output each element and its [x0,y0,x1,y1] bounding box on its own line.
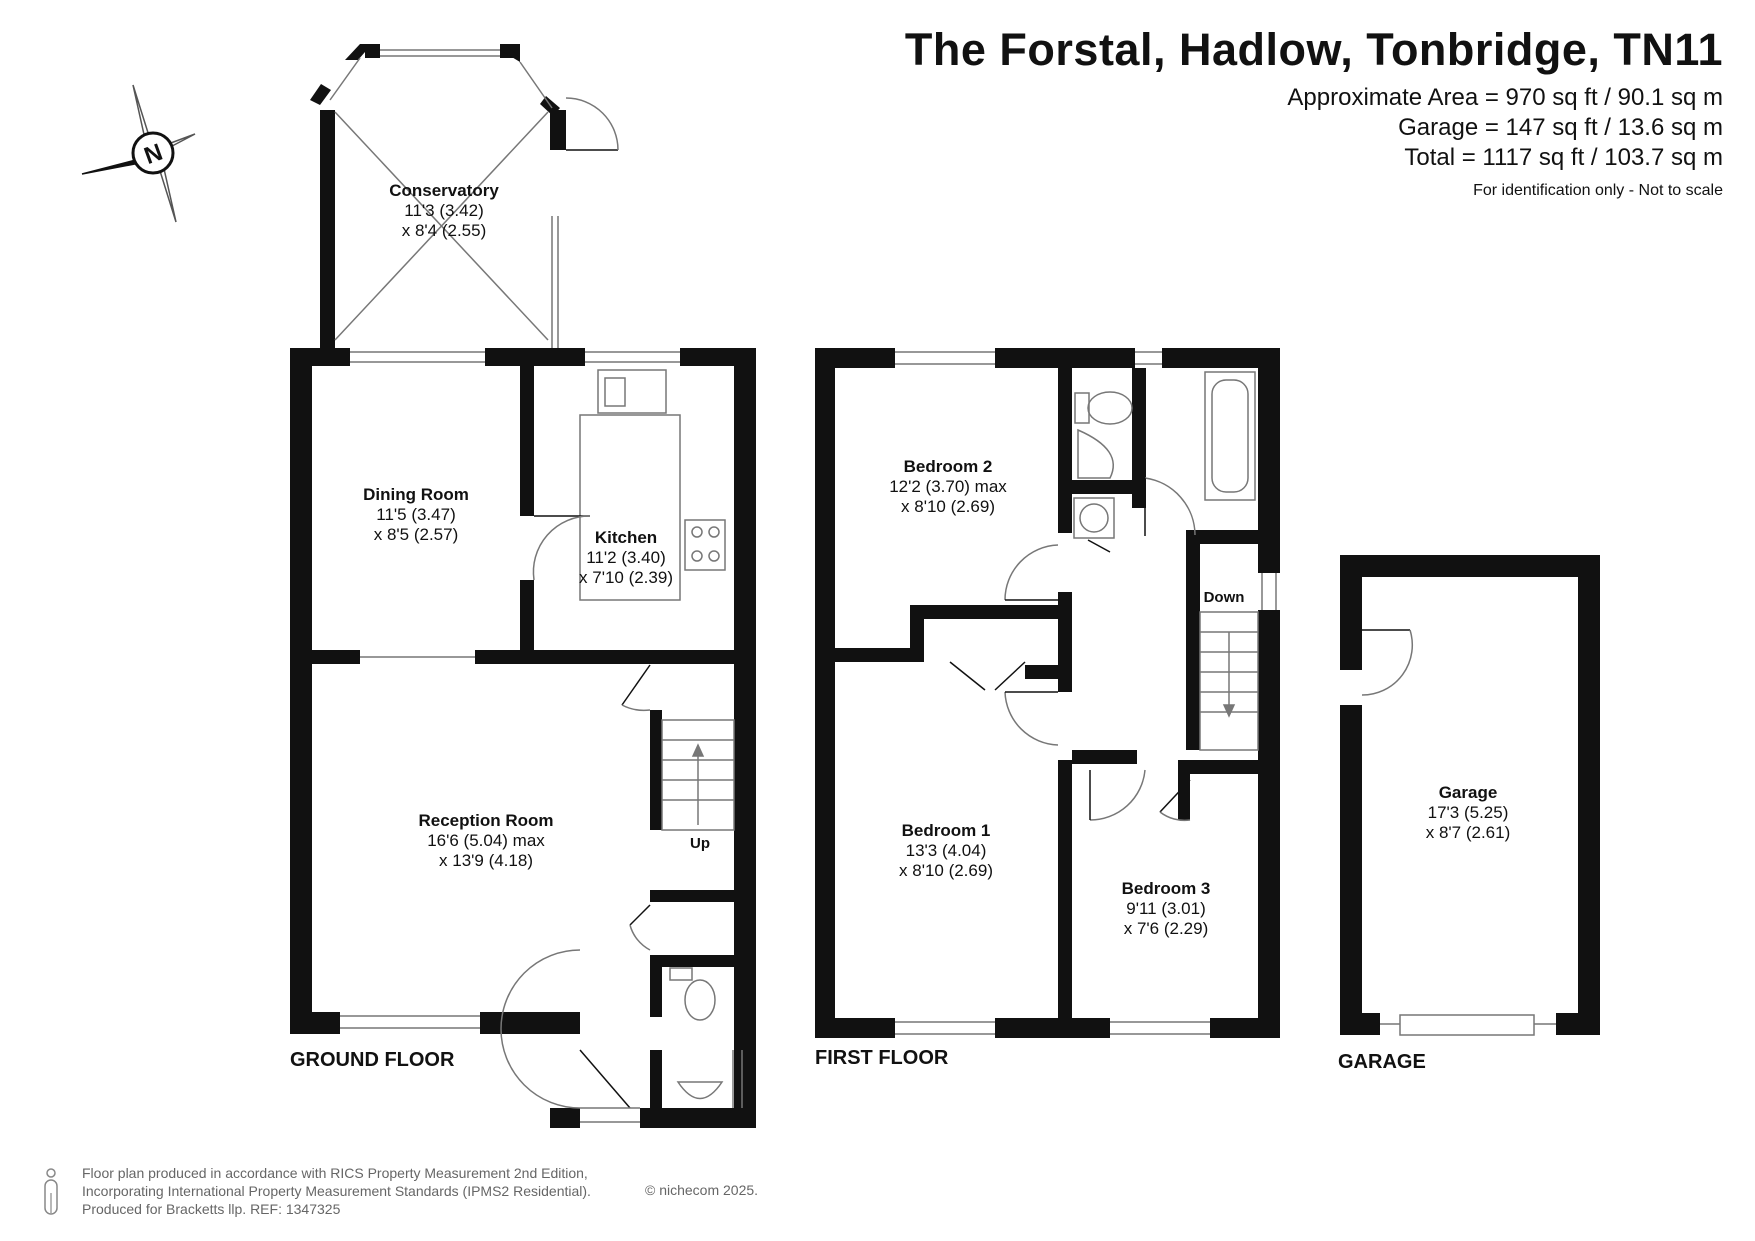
first-floor-walls [815,348,1280,1038]
svg-text:x 8'4 (2.55): x 8'4 (2.55) [402,221,487,240]
room-reception: Reception Room 16'6 (5.04) max x 13'9 (4… [418,811,553,870]
svg-text:Bedroom 3: Bedroom 3 [1122,879,1211,898]
compass-icon: N [81,84,196,223]
garage-floor-label: GARAGE [1338,1051,1426,1073]
svg-text:9'11 (3.01): 9'11 (3.01) [1126,899,1205,918]
ground-floor-fixtures [329,49,743,1123]
svg-text:Kitchen: Kitchen [595,528,657,547]
stairs-down-label: Down [1204,589,1245,606]
svg-text:x 8'5 (2.57): x 8'5 (2.57) [374,525,459,544]
footer-line-1: Floor plan produced in accordance with R… [82,1165,588,1181]
property-address: The Forstal, Hadlow, Tonbridge, TN11 [904,24,1723,75]
svg-text:Garage: Garage [1439,783,1498,802]
person-icon [44,1168,58,1215]
svg-text:x 8'7 (2.61): x 8'7 (2.61) [1426,823,1511,842]
svg-text:Dining Room: Dining Room [363,485,469,504]
svg-text:17'3 (5.25): 17'3 (5.25) [1428,803,1509,822]
footer-notes: Floor plan produced in accordance with R… [82,1164,591,1218]
svg-text:Bedroom 2: Bedroom 2 [904,457,993,476]
room-bedroom-3: Bedroom 3 9'11 (3.01) x 7'6 (2.29) [1122,879,1211,938]
svg-text:Bedroom 1: Bedroom 1 [902,821,991,840]
svg-text:Reception Room: Reception Room [418,811,553,830]
room-bedroom-2: Bedroom 2 12'2 (3.70) max x 8'10 (2.69) [889,457,1007,516]
approximate-area: Approximate Area = 970 sq ft / 90.1 sq m [1287,84,1723,111]
garage-area: Garage = 147 sq ft / 13.6 sq m [1398,114,1723,141]
svg-text:11'2 (3.40): 11'2 (3.40) [586,548,665,567]
disclaimer: For identification only - Not to scale [1473,182,1723,199]
svg-text:x 7'6 (2.29): x 7'6 (2.29) [1124,919,1209,938]
room-conservatory: Conservatory 11'3 (3.42) x 8'4 (2.55) [389,181,499,240]
svg-text:12'2 (3.70) max: 12'2 (3.70) max [889,477,1007,496]
svg-text:16'6 (5.04) max: 16'6 (5.04) max [427,831,545,850]
first-floor-fixtures [895,351,1277,1035]
svg-text:x 8'10 (2.69): x 8'10 (2.69) [901,497,995,516]
footer-line-3: Produced for Bracketts llp. REF: 1347325 [82,1201,341,1217]
svg-text:x 7'10 (2.39): x 7'10 (2.39) [579,568,673,587]
room-bedroom-1: Bedroom 1 13'3 (4.04) x 8'10 (2.69) [899,821,993,880]
footer-line-2: Incorporating International Property Mea… [82,1183,591,1199]
ground-floor-walls [290,44,756,1128]
room-garage: Garage 17'3 (5.25) x 8'7 (2.61) [1426,783,1511,842]
svg-text:x 13'9 (4.18): x 13'9 (4.18) [439,851,533,870]
garage-fixtures [1361,629,1556,1036]
svg-text:11'3 (3.42): 11'3 (3.42) [404,201,483,220]
garage-walls [1340,555,1600,1035]
svg-text:x 8'10 (2.69): x 8'10 (2.69) [899,861,993,880]
room-dining: Dining Room 11'5 (3.47) x 8'5 (2.57) [363,485,469,544]
first-floor-label: FIRST FLOOR [815,1047,949,1069]
copyright: © nichecom 2025. [645,1182,759,1198]
total-area: Total = 1117 sq ft / 103.7 sq m [1404,144,1723,171]
svg-text:11'5 (3.47): 11'5 (3.47) [376,505,455,524]
ground-floor-label: GROUND FLOOR [290,1049,455,1071]
svg-text:13'3 (4.04): 13'3 (4.04) [906,841,987,860]
stairs-up-label: Up [690,835,710,852]
svg-text:Conservatory: Conservatory [389,181,499,200]
room-kitchen: Kitchen 11'2 (3.40) x 7'10 (2.39) [579,528,673,587]
